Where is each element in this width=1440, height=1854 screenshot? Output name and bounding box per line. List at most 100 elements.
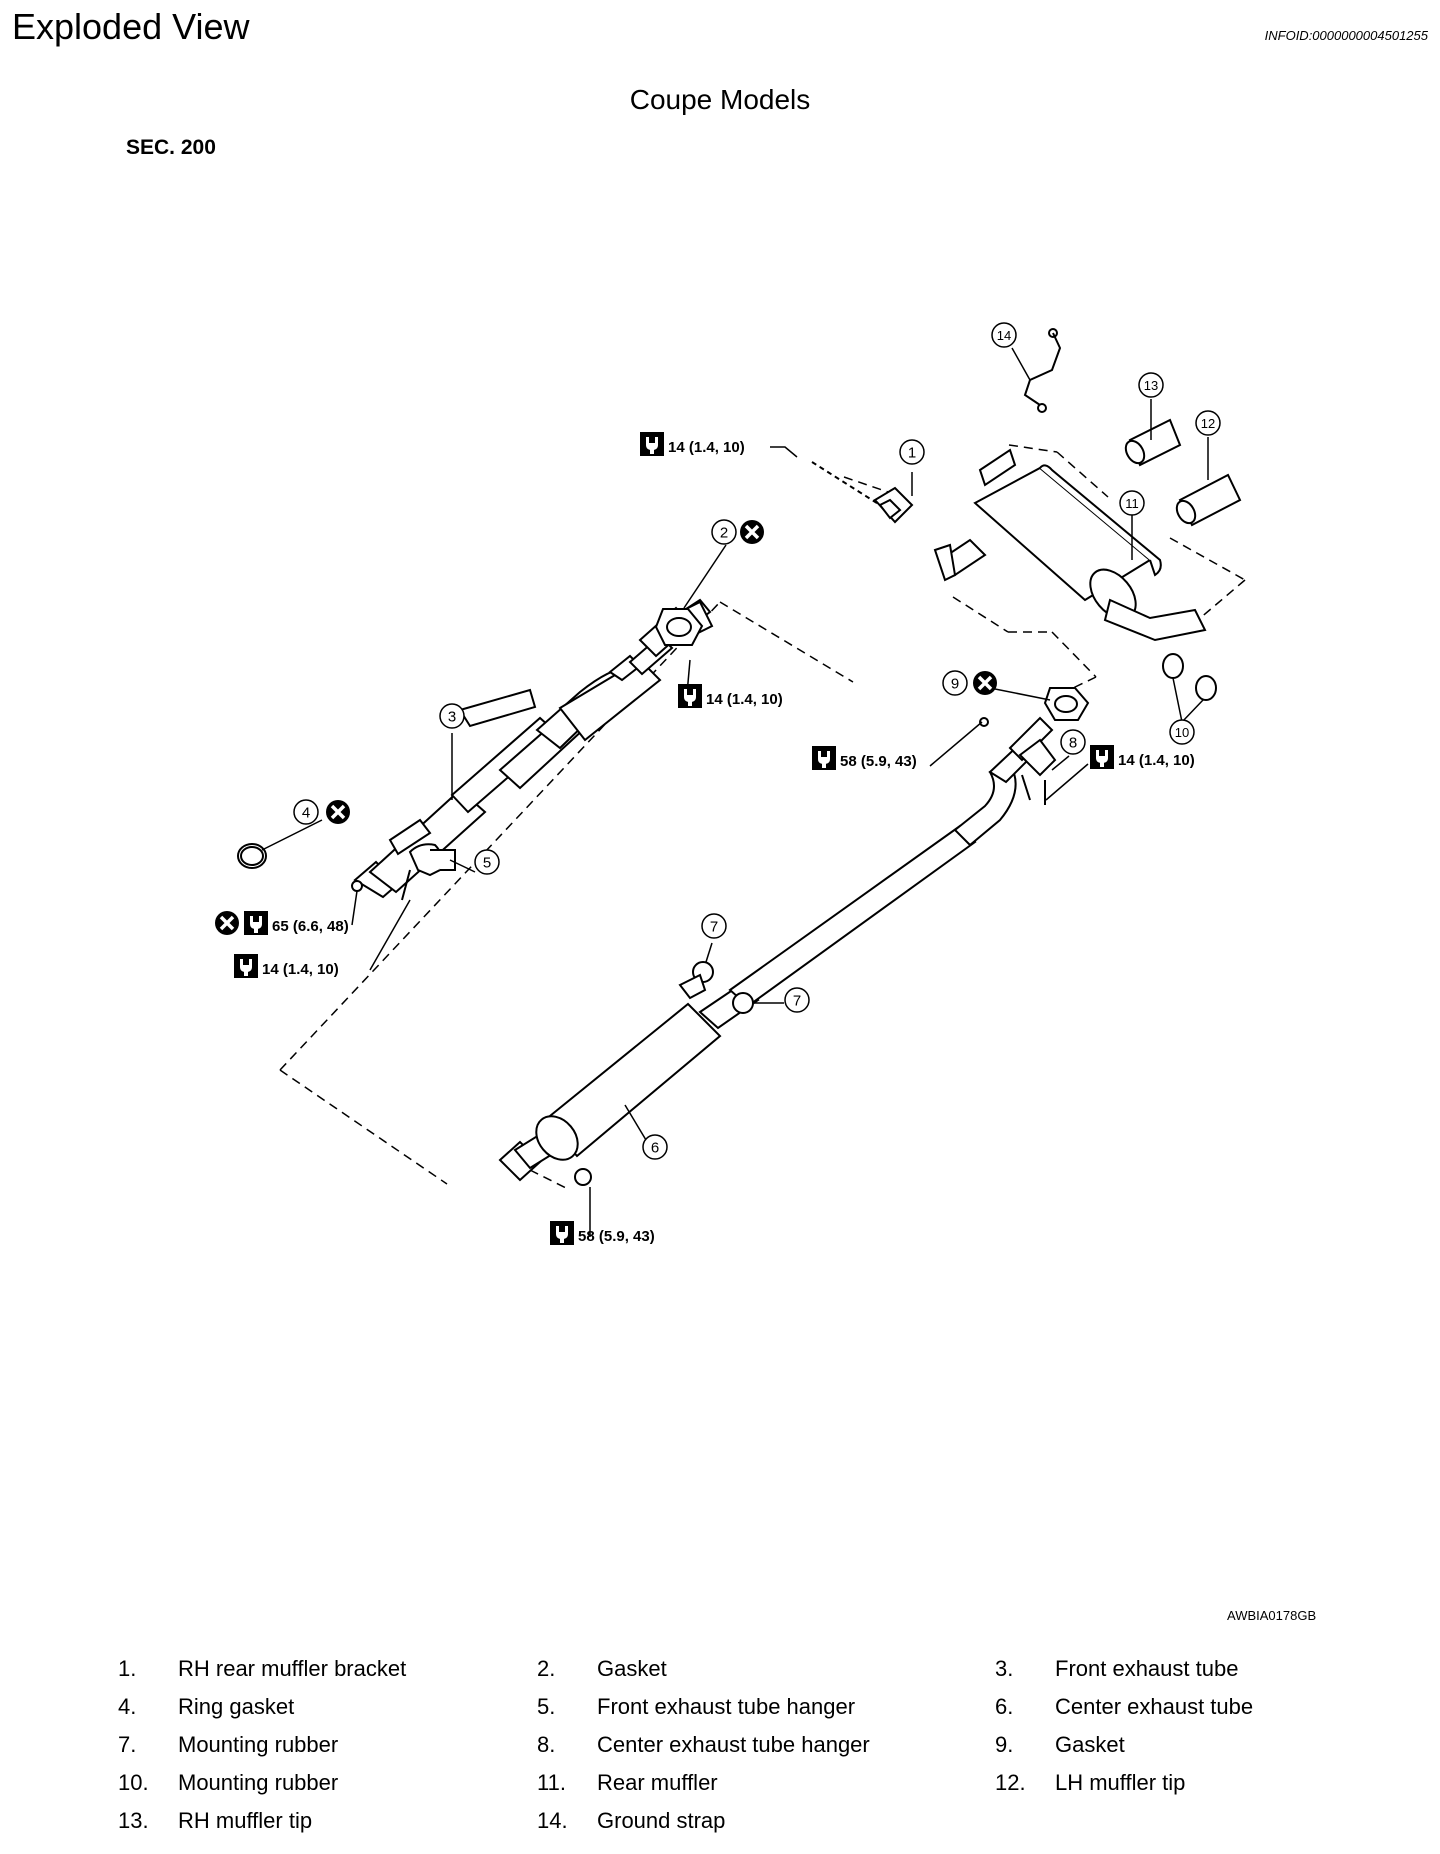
hanger-5-drawing (401, 843, 456, 901)
callout-7b: 7 (784, 987, 810, 1013)
legend-number: 5. (537, 1694, 556, 1719)
ground-strap-drawing (1023, 328, 1062, 413)
muffler-tips-drawing (1124, 418, 1242, 527)
legend-label: Gasket (1055, 1732, 1125, 1757)
gasket-2-drawing (654, 608, 704, 646)
callout-7a: 7 (701, 913, 727, 939)
front-exhaust-tube-drawing (353, 598, 714, 899)
legend-row: 1. RH rear muffler bracket 2. Gasket 3. … (0, 1656, 1440, 1692)
legend-number: 4. (118, 1694, 137, 1719)
svg-text:6: 6 (651, 1140, 659, 1157)
svg-text:58 (5.9, 43): 58 (5.9, 43) (578, 1228, 655, 1245)
diagram-subtitle: Coupe Models (629, 84, 811, 115)
callout-12: 12 (1195, 410, 1221, 436)
rear-muffler-drawing (933, 448, 1207, 642)
torque-spec-6: 14 (1.4, 10) (1090, 745, 1195, 769)
svg-text:14: 14 (997, 328, 1011, 343)
torque-wrench-icon (234, 954, 258, 978)
callout-9: 9 (942, 670, 968, 696)
svg-text:65 (6.6, 48): 65 (6.6, 48) (272, 918, 349, 935)
info-id: INFOID:0000000004501255 (1264, 28, 1428, 43)
bracket-1-drawing (811, 461, 914, 524)
torque-wrench-icon (550, 1221, 574, 1245)
section-label: SEC. 200 (126, 136, 216, 159)
legend-number: 11. (537, 1770, 566, 1795)
callout-2: 2 (711, 519, 737, 545)
ring-gasket-drawing (237, 843, 267, 869)
legend-number: 9. (995, 1732, 1014, 1757)
legend-number: 10. (118, 1770, 149, 1795)
legend-label: Center exhaust tube (1055, 1694, 1254, 1719)
mounting-rubber-7-drawings (678, 961, 754, 1014)
leader-lines (261, 347, 1209, 1237)
torque-wrench-icon (812, 746, 836, 770)
torque-spec-5: 58 (5.9, 43) (812, 746, 917, 770)
svg-text:9: 9 (951, 676, 959, 693)
svg-text:14 (1.4, 10): 14 (1.4, 10) (262, 961, 339, 978)
assembly-outlines (279, 444, 1246, 1189)
legend-label: LH muffler tip (1055, 1770, 1186, 1795)
svg-text:10: 10 (1175, 725, 1189, 740)
replace-icon (971, 669, 999, 697)
torque-wrench-icon (640, 432, 664, 456)
figure-code: AWBIA0178GB (1227, 1608, 1317, 1623)
svg-text:13: 13 (1144, 378, 1158, 393)
legend-number: 14. (537, 1808, 568, 1833)
legend-label: Front exhaust tube (1055, 1656, 1239, 1681)
svg-text:14 (1.4, 10): 14 (1.4, 10) (668, 439, 745, 456)
legend-label: RH muffler tip (178, 1808, 313, 1833)
torque-spec-1: 14 (1.4, 10) (640, 432, 745, 456)
legend-row: 13. RH muffler tip 14. Ground strap (0, 1808, 1440, 1844)
svg-text:1: 1 (908, 445, 916, 462)
svg-text:2: 2 (720, 525, 728, 542)
svg-text:12: 12 (1201, 416, 1215, 431)
legend-row: 4. Ring gasket 5. Front exhaust tube han… (0, 1694, 1440, 1730)
torque-spec-7: 58 (5.9, 43) (550, 1221, 655, 1245)
callout-4: 4 (293, 799, 319, 825)
callout-3: 3 (439, 703, 465, 729)
legend-label: Front exhaust tube hanger (597, 1694, 856, 1719)
svg-text:58 (5.9, 43): 58 (5.9, 43) (840, 753, 917, 770)
callout-5: 5 (474, 849, 500, 875)
legend-number: 1. (118, 1656, 137, 1681)
legend-number: 13. (118, 1808, 149, 1833)
svg-text:11: 11 (1125, 496, 1139, 511)
legend-label: Center exhaust tube hanger (597, 1732, 870, 1757)
replace-icon (738, 518, 766, 546)
legend-number: 6. (995, 1694, 1014, 1719)
torque-spec-4: 14 (1.4, 10) (234, 954, 339, 978)
callout-13: 13 (1138, 372, 1164, 398)
callout-1: 1 (899, 439, 925, 465)
legend-label: Ring gasket (178, 1694, 295, 1719)
legend-number: 12. (995, 1770, 1026, 1795)
gasket-9-drawing (1043, 687, 1090, 721)
svg-text:14 (1.4, 10): 14 (1.4, 10) (1118, 752, 1195, 769)
legend-number: 2. (537, 1656, 556, 1681)
svg-text:3: 3 (448, 709, 456, 726)
torque-wrench-icon (244, 911, 268, 935)
center-exhaust-tube-drawing (498, 716, 1054, 1182)
svg-text:7: 7 (793, 993, 801, 1010)
legend-number: 8. (537, 1732, 556, 1757)
legend-row: 7. Mounting rubber 8. Center exhaust tub… (0, 1732, 1440, 1768)
callout-14: 14 (991, 322, 1017, 348)
nut-drawings (351, 717, 989, 1186)
replace-icon (324, 798, 352, 826)
legend-row: 10. Mounting rubber 11. Rear muffler 12.… (0, 1770, 1440, 1806)
torque-wrench-icon (678, 684, 702, 708)
callout-11: 11 (1119, 490, 1145, 516)
svg-text:5: 5 (483, 855, 491, 872)
page-title: Exploded View (12, 6, 250, 47)
legend-label: Mounting rubber (178, 1732, 339, 1757)
callout-8: 8 (1060, 729, 1086, 755)
legend-label: Rear muffler (597, 1770, 718, 1795)
svg-text:8: 8 (1069, 735, 1077, 752)
legend-label: Mounting rubber (178, 1770, 339, 1795)
svg-text:4: 4 (302, 805, 310, 822)
callout-10: 10 (1169, 719, 1195, 745)
svg-text:7: 7 (710, 919, 718, 936)
legend-label: RH rear muffler bracket (178, 1656, 407, 1681)
mounting-rubber-10-drawings (1162, 653, 1217, 701)
legend-label: Gasket (597, 1656, 667, 1681)
